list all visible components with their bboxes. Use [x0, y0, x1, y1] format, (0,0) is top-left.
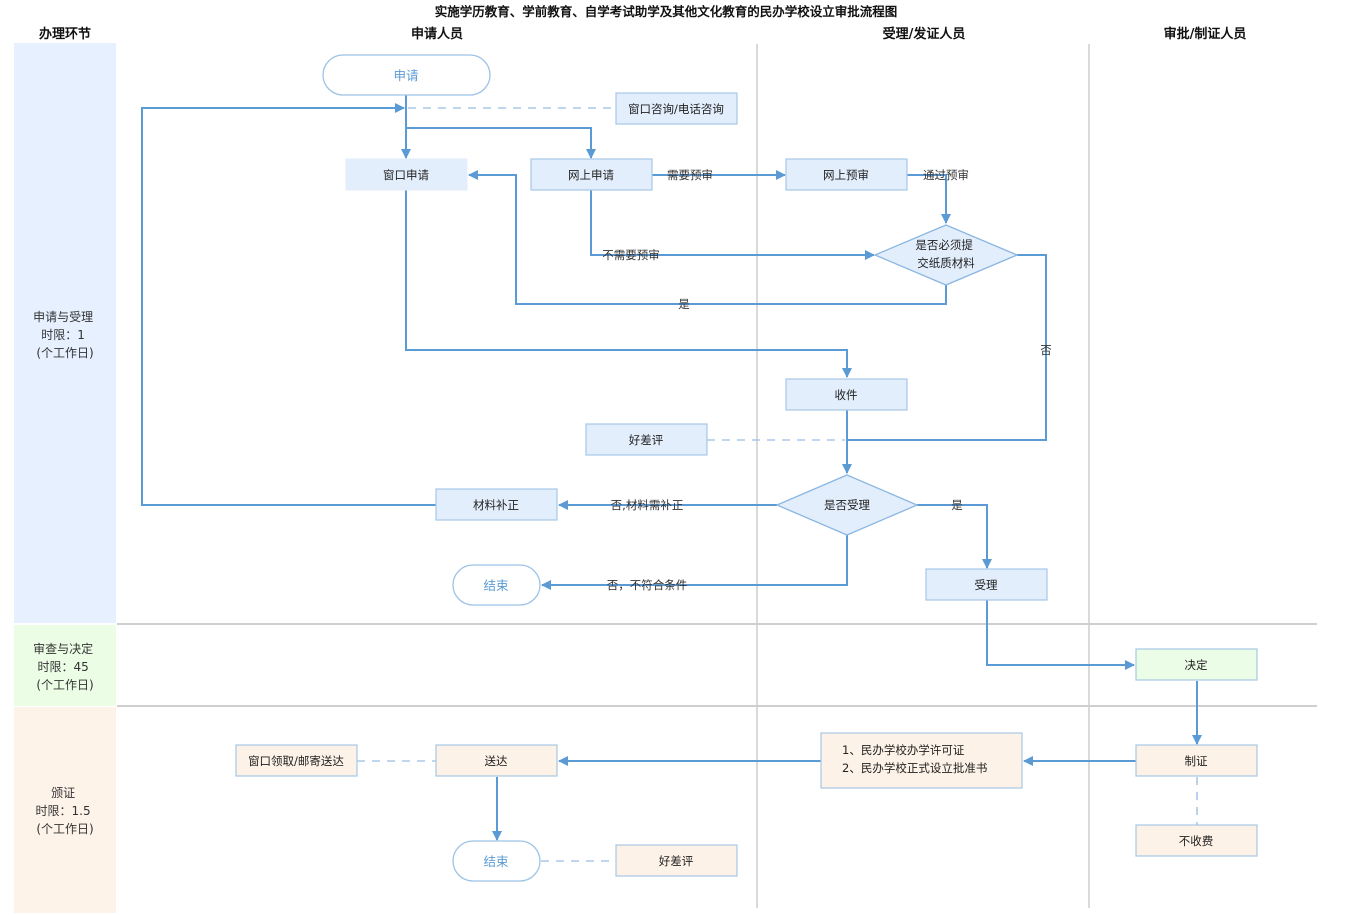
accept-decision-node[interactable]: 是否受理: [775, 474, 919, 536]
edge-label-no-precheck: 不需要预审: [602, 248, 660, 262]
stage-label-apply: 申请与受理 时限：1 (个工作日): [33, 310, 97, 360]
end-terminal-2[interactable]: 结束: [452, 840, 541, 882]
stage-band-review: [14, 625, 116, 706]
edge-label-accept-yes: 是: [951, 498, 963, 512]
no-fee-node[interactable]: 不收费: [1135, 824, 1258, 857]
end-terminal-1[interactable]: 结束: [452, 564, 541, 606]
header-acceptor: 受理/发证人员: [883, 26, 966, 42]
edge-window-receive: [405, 190, 852, 378]
edge-not-qualified: [541, 535, 848, 590]
stage-label-review: 审查与决定 时限：45 (个工作日): [33, 641, 97, 692]
header-applicant: 申请人员: [411, 26, 463, 42]
chart-title: 实施学历教育、学前教育、自学考试助学及其他文化教育的民办学校设立审批流程图: [435, 4, 898, 19]
edge-label-need-precheck: 需要预审: [667, 168, 713, 182]
window-apply-label: 窗口申请: [383, 168, 429, 182]
edge-label-not-qualified: 否，不符合条件: [607, 578, 688, 592]
edge-accept-decide: [986, 600, 1135, 670]
paper-decision-label: 是否必须提 交纸质材料: [915, 238, 976, 270]
edge-start-online: [406, 127, 596, 159]
deliver-label: 送达: [485, 754, 508, 768]
deliver-node[interactable]: 送达: [435, 744, 558, 777]
consult-node[interactable]: 窗口咨询/电话咨询: [615, 92, 738, 125]
pickup-label: 窗口领取/邮寄送达: [248, 754, 344, 768]
documents-label: 1、民办学校办学许可证 2、民办学校正式设立批准书: [842, 743, 987, 775]
online-apply-label: 网上申请: [568, 168, 614, 182]
window-apply-node[interactable]: 窗口申请: [345, 158, 468, 191]
edge-label-paper-yes: 是: [678, 297, 690, 311]
receive-label: 收件: [835, 388, 858, 402]
accept-decision-label: 是否受理: [824, 498, 870, 512]
online-precheck-node[interactable]: 网上预审: [785, 158, 908, 191]
supplement-node[interactable]: 材料补正: [435, 488, 558, 521]
supplement-label: 材料补正: [473, 498, 519, 512]
end-label-1: 结束: [483, 578, 509, 593]
certify-node[interactable]: 制证: [1135, 744, 1258, 777]
edge-label-need-supplement: 否,材料需补正: [611, 498, 684, 512]
accept-label: 受理: [975, 578, 998, 592]
header-approver: 审批/制证人员: [1164, 26, 1247, 42]
edge-supplement-loop: [141, 103, 436, 506]
edge-accept-yes: [917, 504, 992, 569]
pickup-node[interactable]: 窗口领取/邮寄送达: [235, 744, 358, 777]
no-fee-label: 不收费: [1179, 834, 1214, 848]
end-label-2: 结束: [483, 854, 509, 869]
decide-label: 决定: [1185, 658, 1208, 672]
accept-node[interactable]: 受理: [925, 568, 1048, 601]
rating-label-1: 好差评: [629, 433, 664, 447]
stage-band-issue: [14, 707, 116, 913]
receive-node[interactable]: 收件: [785, 378, 908, 411]
edge-label-paper-no: 否: [1040, 343, 1052, 357]
edge-no-precheck: [590, 190, 875, 260]
edge-paper-yes: [468, 170, 947, 305]
rating-node-2[interactable]: 好差评: [615, 844, 738, 877]
stage-label-issue: 颁证 时限：1.5 (个工作日): [36, 785, 95, 836]
documents-node[interactable]: 1、民办学校办学许可证 2、民办学校正式设立批准书: [820, 732, 1023, 789]
start-terminal[interactable]: 申请: [322, 54, 491, 96]
decide-node[interactable]: 决定: [1135, 648, 1258, 681]
online-precheck-label: 网上预审: [823, 168, 869, 182]
stage-band-apply: [14, 43, 116, 623]
edge-pass-precheck: [907, 174, 951, 224]
consult-label: 窗口咨询/电话咨询: [628, 102, 724, 116]
paper-decision-node[interactable]: 是否必须提 交纸质材料: [873, 224, 1019, 286]
rating-label-2: 好差评: [659, 854, 694, 868]
edge-paper-no: [847, 254, 1047, 441]
start-label: 申请: [393, 68, 418, 83]
online-apply-node[interactable]: 网上申请: [530, 158, 653, 191]
header-stage: 办理环节: [39, 26, 91, 42]
edge-label-pass-precheck: 通过预审: [923, 168, 969, 182]
rating-node-1[interactable]: 好差评: [585, 423, 708, 456]
certify-label: 制证: [1185, 754, 1208, 768]
